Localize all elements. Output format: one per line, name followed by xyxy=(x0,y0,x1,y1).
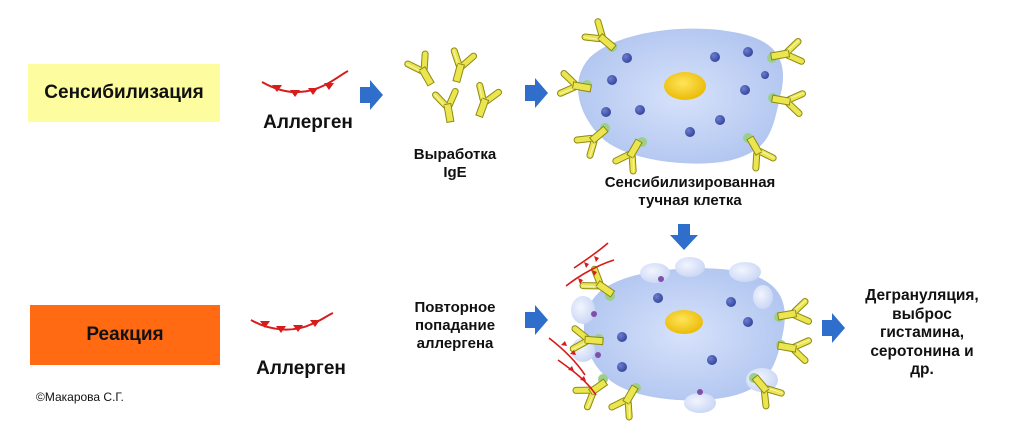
degranulation-label: Дегрануляция, выброс гистамина, серотони… xyxy=(842,287,1002,380)
bridging-allergens xyxy=(548,242,615,396)
repeat-label-line-3: аллергена xyxy=(416,335,494,352)
result-label-line-5: др. xyxy=(910,361,934,379)
allergen-markers xyxy=(561,256,599,381)
arrow-right-4 xyxy=(822,313,845,343)
repeat-label-line-1: Повторное xyxy=(414,299,496,316)
sensitization-label: Сенсибилизация xyxy=(28,64,220,122)
ige-label-line-2: IgE xyxy=(443,164,467,181)
allergen-label-1: Аллерген xyxy=(263,112,353,133)
granules xyxy=(617,293,753,372)
exocytosis-bubbles xyxy=(571,257,778,413)
allergen-icon-bottom xyxy=(250,312,334,333)
arrow-right-3 xyxy=(525,305,548,335)
reaction-label: Реакция xyxy=(30,305,220,365)
antibody-icon xyxy=(434,91,460,124)
granules xyxy=(601,47,769,137)
sensitized-mast-cell xyxy=(559,21,803,172)
arrow-right-2 xyxy=(525,78,548,108)
antibody-icon xyxy=(469,84,499,119)
result-label-line-2: выброс xyxy=(892,305,952,323)
result-label-line-1: Дегрануляция, xyxy=(865,287,979,304)
repeat-label-line-2: попадание xyxy=(414,317,496,334)
ige-production-label: Выработка IgE xyxy=(395,146,515,182)
allergen-label-2: Аллерген xyxy=(256,358,346,379)
arrow-down xyxy=(670,224,698,250)
nucleus xyxy=(664,72,706,100)
degranulating-mast-cell xyxy=(548,242,810,418)
cell-label-line-2: тучная клетка xyxy=(638,192,742,209)
sensitized-cell-label: Сенсибилизированная тучная клетка xyxy=(575,174,805,210)
cell-label-line-1: Сенсибилизированная xyxy=(604,174,776,191)
nucleus xyxy=(665,310,703,334)
result-label-line-3: гистамина, xyxy=(879,324,965,342)
repeat-exposure-label: Повторное попадание аллергена xyxy=(395,299,515,353)
copyright-text: ©Макарова С.Г. xyxy=(36,390,124,404)
free-ige-antibodies xyxy=(406,50,498,124)
ige-label-line-1: Выработка xyxy=(413,146,497,163)
antibody-icon xyxy=(446,50,474,84)
antibody-icon xyxy=(406,53,439,89)
arrow-right-1 xyxy=(360,80,383,110)
result-label-line-4: серотонина и xyxy=(870,342,974,360)
allergen-icon-top xyxy=(261,70,349,97)
